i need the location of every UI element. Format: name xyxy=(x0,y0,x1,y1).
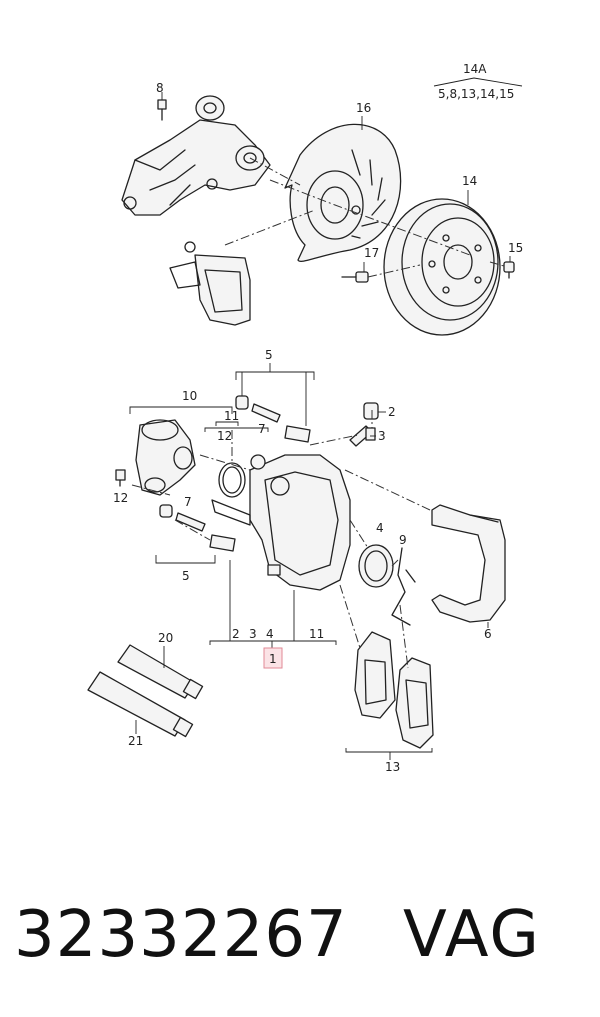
callout-11-top: 11 xyxy=(224,409,239,423)
callout-8: 8 xyxy=(156,81,164,95)
bolt-15 xyxy=(503,261,515,279)
callout-9: 9 xyxy=(399,533,407,547)
part-number: 32332267 xyxy=(14,898,348,972)
callout-15: 15 xyxy=(508,241,523,255)
callout-5-bottom: 5 xyxy=(182,569,190,583)
grease-tube-21 xyxy=(87,671,194,738)
brand-name: VAG xyxy=(403,898,541,972)
callout-10: 10 xyxy=(182,389,197,403)
dust-shield-16 xyxy=(284,123,402,262)
callout-1: 1 xyxy=(269,652,277,666)
lower-dashed-alignment-lines xyxy=(131,410,431,669)
callout-14A: 14A xyxy=(463,62,487,76)
part-1-highlight xyxy=(263,647,283,669)
callout-5-top: 5 xyxy=(265,348,273,362)
callout-14: 14 xyxy=(462,174,477,188)
callout-6: 6 xyxy=(484,627,492,641)
callout-17: 17 xyxy=(364,246,379,260)
callout-20: 20 xyxy=(158,631,173,645)
parking-brake-motor-10 xyxy=(135,419,196,496)
guide-bolt-set-5-top xyxy=(235,395,311,443)
piston-seal-4 xyxy=(358,544,394,588)
callout-3-bottom: 3 xyxy=(249,627,257,641)
callout-21: 21 xyxy=(128,734,143,748)
caliper-carrier-small xyxy=(169,241,251,326)
brake-caliper-1 xyxy=(211,454,351,591)
bleeder-3 xyxy=(349,425,376,447)
bolt-12-left xyxy=(115,469,126,487)
bolt-17 xyxy=(341,271,369,283)
brake-disc-14 xyxy=(383,198,501,336)
brake-pad-set-13 xyxy=(354,631,434,749)
bolt-8 xyxy=(157,92,167,121)
callout-4-right: 4 xyxy=(376,521,384,535)
callout-7-bottom: 7 xyxy=(184,495,192,509)
callout-2-bottom: 2 xyxy=(232,627,240,641)
callout-3: 3 xyxy=(378,429,386,443)
callout-13: 13 xyxy=(385,760,400,774)
callout-14A-list: 5,8,13,14,15 xyxy=(438,87,514,101)
guide-bolt-set-5-bottom xyxy=(159,504,236,552)
caliper-carrier-6 xyxy=(431,504,506,623)
callout-16: 16 xyxy=(356,101,371,115)
spring-clip-9 xyxy=(391,547,416,626)
grease-tube-20 xyxy=(117,644,204,700)
callout-12-left: 12 xyxy=(113,491,128,505)
callout-4-bottom: 4 xyxy=(266,627,274,641)
callout-2: 2 xyxy=(388,405,396,419)
footer: 32332267 VAG xyxy=(0,885,600,985)
callout-12-top: 12 xyxy=(217,429,232,443)
bolt-2 xyxy=(363,402,379,420)
callout-7-top: 7 xyxy=(258,422,266,436)
callout-11-bottom: 11 xyxy=(309,627,324,641)
upper-dashed-alignment-lines xyxy=(224,157,505,278)
seal-ring-12 xyxy=(218,462,246,498)
wheel-bearing-housing xyxy=(121,95,271,216)
